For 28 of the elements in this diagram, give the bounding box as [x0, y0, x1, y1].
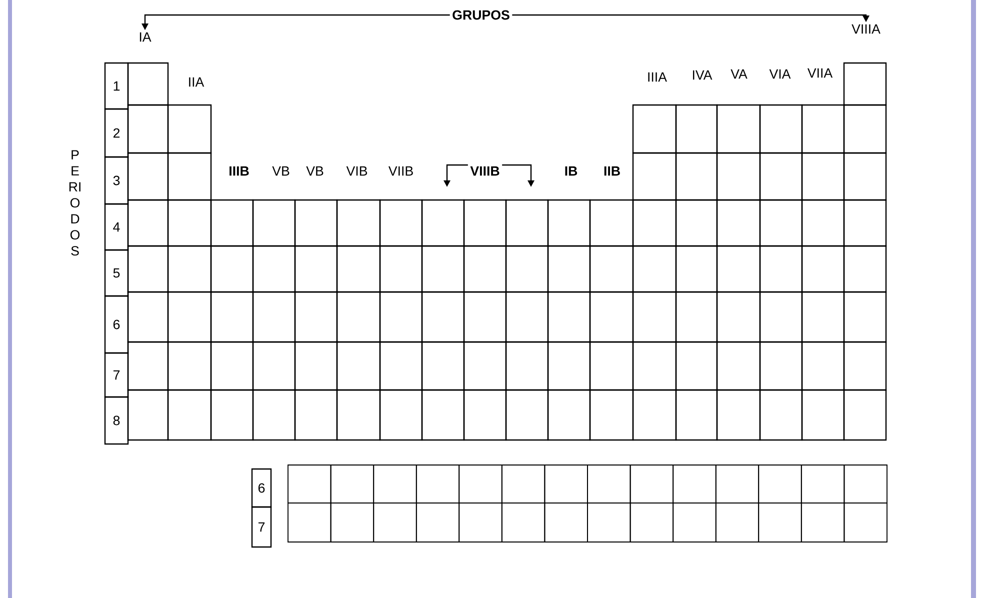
period-box: 5 — [104, 249, 129, 297]
group-label: VIIIA — [852, 24, 880, 34]
period-box: 8 — [104, 396, 129, 445]
period-box: 6 — [104, 295, 129, 354]
group-label: IIIB — [230, 166, 249, 176]
group-label: IIIA — [648, 72, 667, 82]
group-label: IA — [140, 32, 152, 42]
group-label: VIIIB — [470, 166, 500, 176]
period-box: 7 — [104, 352, 129, 398]
group-label: IIA — [189, 77, 204, 87]
period-box: 7 — [251, 506, 272, 548]
group-label: IB — [565, 166, 578, 176]
period-box: 3 — [104, 156, 129, 205]
period-box: 6 — [251, 468, 272, 508]
group-label: VIA — [769, 69, 791, 79]
group-label: VB — [272, 166, 290, 176]
group-label: VIB — [346, 166, 368, 176]
group-label: IIB — [604, 166, 620, 176]
group-label: VA — [730, 69, 748, 79]
group-label: VIIA — [807, 68, 833, 78]
period-box: 2 — [104, 108, 129, 158]
period-box: 4 — [104, 203, 129, 251]
group-label: IVA — [692, 70, 712, 80]
vertical-axis-label: PERIODOS — [69, 150, 80, 256]
period-box: 1 — [104, 62, 129, 110]
group-label: VIIB — [388, 166, 413, 176]
group-label: VB — [306, 166, 324, 176]
group-label: GRUPOS — [452, 10, 510, 20]
